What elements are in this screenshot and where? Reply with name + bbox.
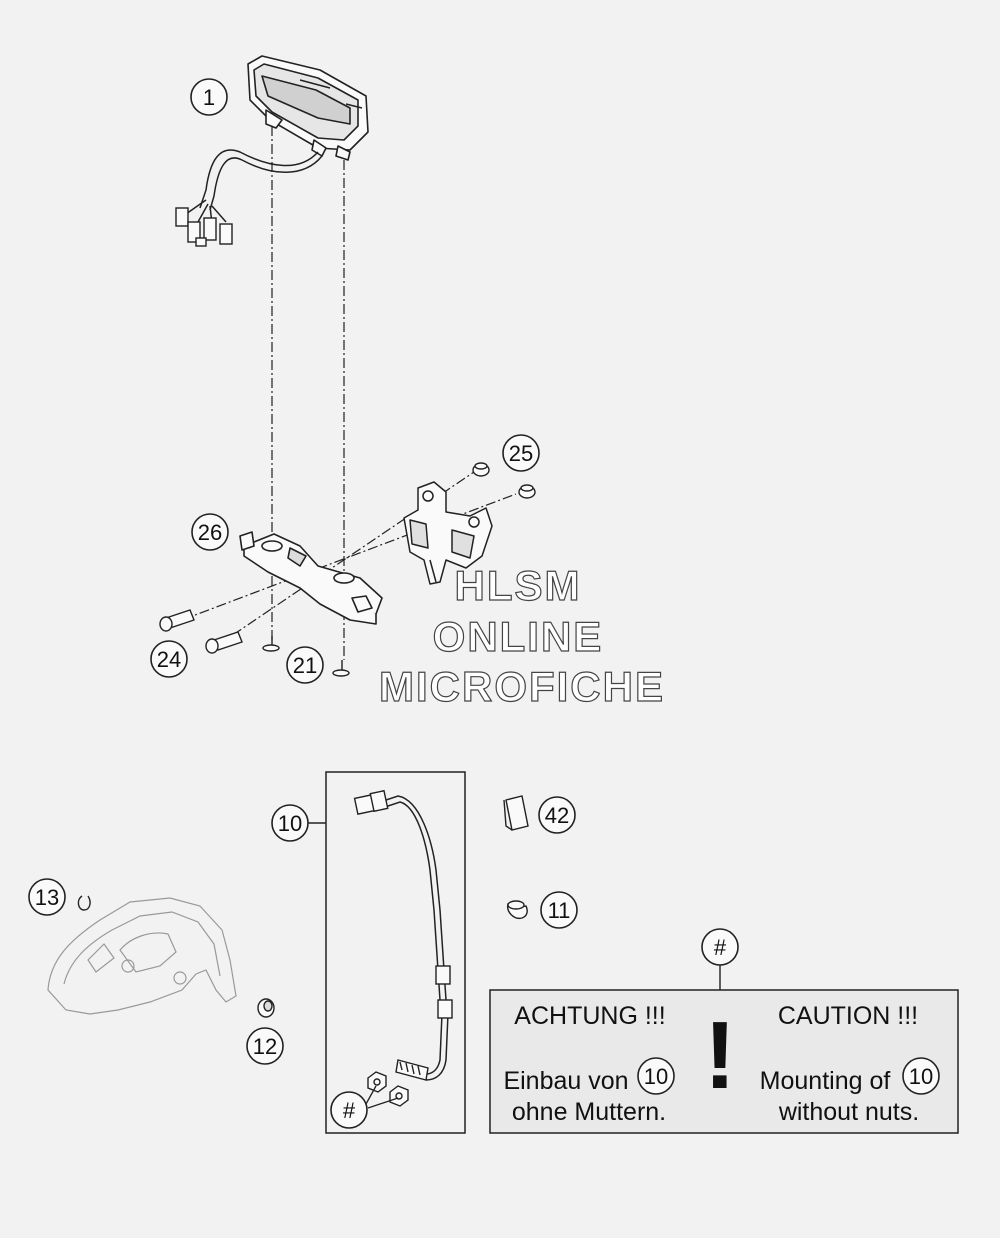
sensor-kit-frame [325, 771, 466, 1134]
note-en-line1: Mounting of [760, 1067, 891, 1095]
callout-24: 24 [150, 640, 188, 678]
screw-25-upper [472, 462, 490, 477]
callout-1-label: 1 [203, 85, 215, 110]
note-en-heading: CAUTION !!! [778, 1002, 918, 1030]
clamp-11 [507, 900, 528, 919]
exclamation-mark: ! [704, 1002, 736, 1109]
clip-42 [503, 795, 529, 831]
watermark-line1: HLSM [455, 562, 582, 609]
dashboard-holder [403, 481, 493, 585]
callout-24-label: 24 [157, 647, 181, 672]
callout-25-label: 25 [509, 441, 533, 466]
dashboard-wiring-harness [185, 149, 323, 225]
callout-12-label: 12 [253, 1034, 277, 1059]
callout-hash-note-label: # [714, 935, 727, 960]
note-de-line2: ohne Muttern. [512, 1098, 666, 1126]
callout-hash-kit: # [330, 1091, 368, 1129]
retaining-ring-13 [77, 895, 91, 911]
callout-hash-note: # [701, 928, 739, 990]
caution-note: ACHTUNG !!! Einbau von 10 ohne Muttern. … [489, 989, 959, 1134]
callout-10: 10 [271, 804, 309, 842]
callout-26: 26 [191, 513, 229, 551]
screw-25-lower [518, 484, 536, 499]
speed-sensor-cable [379, 795, 449, 1081]
nuts [367, 1071, 409, 1107]
harness-connectors [175, 207, 233, 247]
callout-21-label: 21 [293, 653, 317, 678]
callout-11: 11 [540, 891, 578, 929]
callout-21: 21 [286, 646, 324, 684]
note-de-ref: 10 [644, 1064, 668, 1089]
callout-12: 12 [246, 1027, 284, 1065]
caution-note-frame [489, 989, 959, 1134]
screw-21-left [262, 636, 280, 652]
callout-42: 42 [538, 796, 576, 834]
bush-12 [257, 998, 275, 1018]
callout-13: 13 [28, 878, 66, 916]
callout-10-label: 10 [278, 811, 302, 836]
note-de-heading: ACHTUNG !!! [514, 1002, 665, 1030]
watermark-line2: ONLINE [433, 613, 604, 660]
callout-leaders-hash [365, 1085, 399, 1109]
callout-1: 1 [190, 78, 228, 116]
note-en-line2: without nuts. [778, 1098, 919, 1126]
callout-hash-kit-label: # [343, 1098, 356, 1123]
callout-25: 25 [502, 434, 540, 472]
dashboard-instrument [247, 55, 369, 161]
note-de-line1: Einbau von [503, 1067, 628, 1095]
speed-sensor-parts [353, 789, 453, 1081]
watermark: HLSM ONLINE MICROFICHE [378, 561, 665, 710]
watermark-line3: MICROFICHE [379, 663, 665, 710]
callout-11-label: 11 [548, 898, 571, 923]
protection-plate [47, 897, 237, 1015]
callout-42-label: 42 [545, 803, 569, 828]
dashboard-bracket [239, 531, 383, 625]
bolt-24-lower [205, 631, 243, 654]
screw-21-right [332, 660, 350, 677]
bolt-24-upper [159, 609, 195, 632]
note-en-ref: 10 [909, 1064, 933, 1089]
callout-26-label: 26 [198, 520, 222, 545]
callout-13-label: 13 [35, 885, 59, 910]
